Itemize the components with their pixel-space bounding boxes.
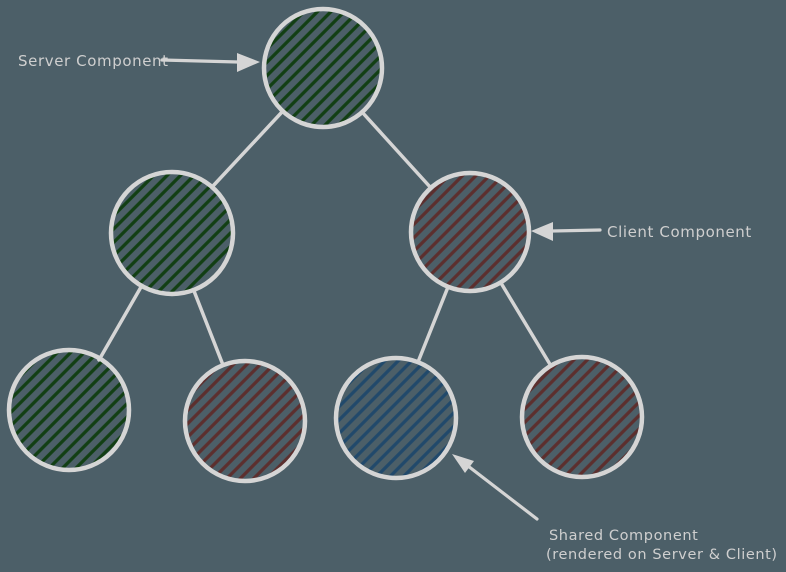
tree-edge <box>416 285 450 364</box>
tree-nodes <box>6 6 645 484</box>
tree-edge <box>211 110 284 188</box>
shared-annotation: Shared Component (rendered on Server & C… <box>452 454 778 563</box>
tree-node <box>408 170 532 294</box>
tree-node <box>519 354 645 480</box>
client-label-arrowhead <box>531 222 553 241</box>
shared-label-arrow <box>466 464 539 521</box>
server-label-arrow <box>160 58 240 64</box>
client-component-label: Client Component <box>607 223 752 241</box>
tree-edge <box>192 289 225 367</box>
client-annotation: Client Component <box>531 222 752 241</box>
tree-node <box>261 6 385 130</box>
server-component-label: Server Component <box>18 52 169 70</box>
tree-node <box>108 169 236 297</box>
tree-edge <box>97 285 143 362</box>
tree-edge <box>360 110 433 190</box>
client-label-arrow <box>550 228 602 233</box>
shared-label-arrowhead <box>452 454 474 473</box>
tree-edges <box>97 110 553 368</box>
server-label-arrowhead <box>237 53 260 72</box>
shared-component-label-line1: Shared Component <box>549 528 698 544</box>
tree-node <box>182 358 308 484</box>
server-annotation: Server Component <box>18 52 260 72</box>
tree-node <box>333 355 459 481</box>
shared-component-label-line2: (rendered on Server & Client) <box>546 547 778 563</box>
tree-node <box>6 347 132 473</box>
tree-edge <box>499 281 553 368</box>
